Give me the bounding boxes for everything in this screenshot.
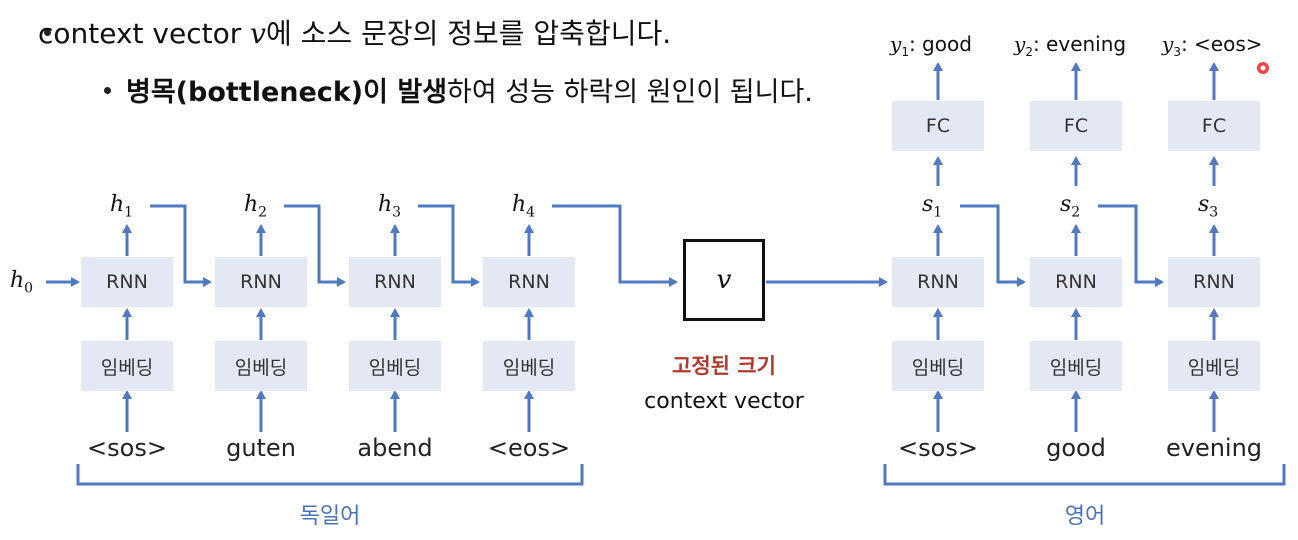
enc-hidden-3: h3 <box>378 192 402 221</box>
enc-embed-2: 임베딩 <box>215 341 307 391</box>
enc-rnn-2: RNN <box>215 257 307 307</box>
enc-embed-4: 임베딩 <box>483 341 575 391</box>
dec-state-2: s2 <box>1060 192 1081 221</box>
enc-hidden-1: h1 <box>110 192 134 221</box>
enc-hidden-2: h2 <box>244 192 268 221</box>
dec-state-3: s3 <box>1198 192 1219 221</box>
bullet-main-var: v <box>250 17 266 50</box>
bracket-english <box>883 464 1286 486</box>
dec-embed-2: 임베딩 <box>1030 341 1122 391</box>
bullet-main-suffix: 에 소스 문장의 정보를 압축합니다. <box>265 17 672 50</box>
context-fixed-label: 고정된 크기 <box>672 354 776 378</box>
enc-token-4: <eos> <box>487 434 571 462</box>
enc-token-1: <sos> <box>87 434 167 462</box>
enc-token-2: guten <box>226 434 296 462</box>
bullet-sub: 병목(bottleneck)이 발생하여 성능 하락의 원인이 됩니다. <box>126 70 813 109</box>
dec-output-1: y1: good <box>890 32 972 59</box>
enc-embed-3: 임베딩 <box>349 341 441 391</box>
dec-arrow-s1-rnn2 <box>960 204 1026 287</box>
enc-arrow-h3-rnn4 <box>418 204 480 287</box>
enc-arrow-h2-rnn3 <box>284 204 346 287</box>
dec-state-1: s1 <box>922 192 943 221</box>
dec-rnn-1: RNN <box>892 257 984 307</box>
recording-indicator-icon <box>1257 62 1269 74</box>
enc-language-label: 독일어 <box>299 504 361 529</box>
dec-output-3: y3: <eos> <box>1162 32 1263 59</box>
bullet-dot-sub <box>104 87 111 94</box>
dec-fc-1: FC <box>892 101 984 151</box>
bullet-sub-rest: 하여 성능 하락의 원인이 됩니다. <box>447 77 813 108</box>
enc-embed-1: 임베딩 <box>81 341 173 391</box>
enc-h0: h0 <box>10 268 34 297</box>
enc-hidden-4: h4 <box>512 192 536 221</box>
context-vector-box: v <box>683 239 765 321</box>
bullet-main: context vector v에 소스 문장의 정보를 압축합니다. <box>38 12 671 52</box>
dec-fc-3: FC <box>1168 101 1260 151</box>
dec-rnn-2: RNN <box>1030 257 1122 307</box>
enc-token-3: abend <box>357 434 433 462</box>
enc-arrow-h1-rnn2 <box>150 204 212 287</box>
context-name-label: context vector <box>644 389 804 414</box>
enc-rnn-3: RNN <box>349 257 441 307</box>
dec-token-1: <sos> <box>898 434 978 462</box>
dec-output-2: y2: evening <box>1014 32 1127 59</box>
bullet-sub-bold: 병목(bottleneck)이 발생 <box>126 77 448 108</box>
dec-token-2: good <box>1046 434 1106 462</box>
dec-embed-1: 임베딩 <box>892 341 984 391</box>
enc-rnn-1: RNN <box>81 257 173 307</box>
enc-arrow-h4-context <box>552 204 678 287</box>
dec-rnn-3: RNN <box>1168 257 1260 307</box>
bullet-main-prefix: context vector <box>38 17 251 50</box>
dec-embed-3: 임베딩 <box>1168 341 1260 391</box>
dec-token-3: evening <box>1165 434 1263 462</box>
dec-language-label: 영어 <box>1064 504 1106 529</box>
enc-rnn-4: RNN <box>483 257 575 307</box>
bracket-german <box>76 464 584 486</box>
bullet-dot-main <box>44 29 51 36</box>
dec-arrow-s2-rnn3 <box>1098 204 1164 287</box>
dec-fc-2: FC <box>1030 101 1122 151</box>
